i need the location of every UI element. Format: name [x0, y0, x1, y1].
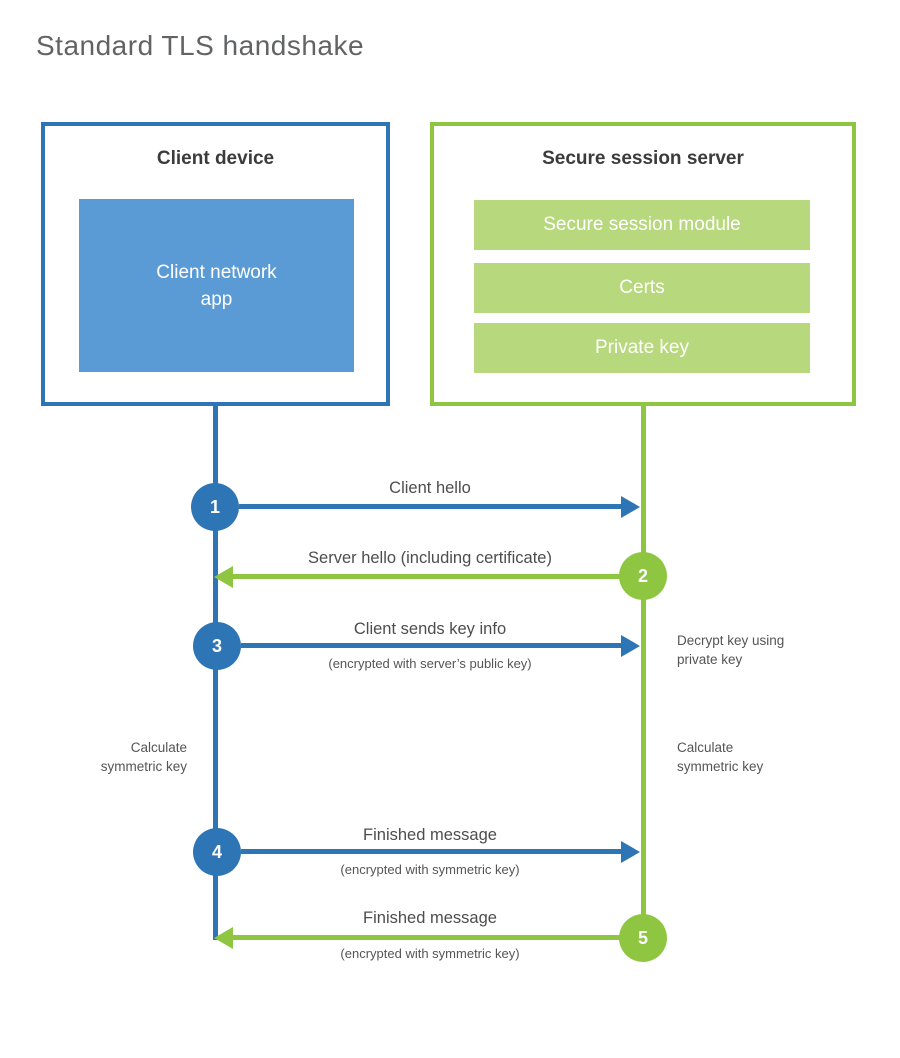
- step-3-badge: 3: [193, 622, 241, 670]
- server-module-secure-session: Secure session module: [474, 200, 810, 250]
- server-module-certs: Certs: [474, 263, 810, 313]
- client-lifeline: [213, 406, 218, 940]
- secure-session-server-box: Secure session server Secure session mod…: [430, 122, 856, 406]
- server-module-private-key: Private key: [474, 323, 810, 373]
- step-5-badge: 5: [619, 914, 667, 962]
- step-2-label: Server hello (including certificate): [308, 549, 552, 567]
- client-device-box: Client device Client network app: [41, 122, 390, 406]
- step-2-arrowhead-icon: [214, 566, 233, 588]
- step-4-badge: 4: [193, 828, 241, 876]
- step-1-arrow-line: [239, 504, 624, 509]
- step-4-arrow-line: [241, 849, 622, 854]
- page-title: Standard TLS handshake: [36, 30, 365, 61]
- note-calculate-symmetric-key-server: Calculate symmetric key: [677, 740, 764, 774]
- step-2-badge: 2: [619, 552, 667, 600]
- step-1-arrowhead-icon: [621, 496, 640, 518]
- step-4-sublabel: (encrypted with symmetric key): [340, 862, 520, 877]
- step-3-arrow-line: [241, 643, 622, 648]
- step-4-arrowhead-icon: [621, 841, 640, 863]
- step-1-badge: 1: [191, 483, 239, 531]
- client-device-title: Client device: [156, 148, 275, 169]
- note-decrypt-key: Decrypt key using private key: [677, 633, 785, 667]
- step-4-label: Finished message: [363, 826, 497, 844]
- step-2-arrow-line: [233, 574, 621, 579]
- step-5-arrow-line: [233, 935, 621, 940]
- step-3-sublabel: (encrypted with server’s public key): [328, 656, 532, 671]
- note-calculate-symmetric-key-client: Calculate symmetric key: [100, 740, 187, 774]
- step-5-arrowhead-icon: [214, 927, 233, 949]
- step-5-label: Finished message: [363, 909, 497, 927]
- step-1-label: Client hello: [389, 479, 471, 497]
- step-3-arrowhead-icon: [621, 635, 640, 657]
- client-network-app-box: Client network app: [79, 199, 354, 372]
- secure-session-server-title: Secure session server: [542, 148, 744, 169]
- server-lifeline: [641, 406, 646, 940]
- step-5-sublabel: (encrypted with symmetric key): [340, 946, 520, 961]
- step-3-label: Client sends key info: [353, 620, 507, 638]
